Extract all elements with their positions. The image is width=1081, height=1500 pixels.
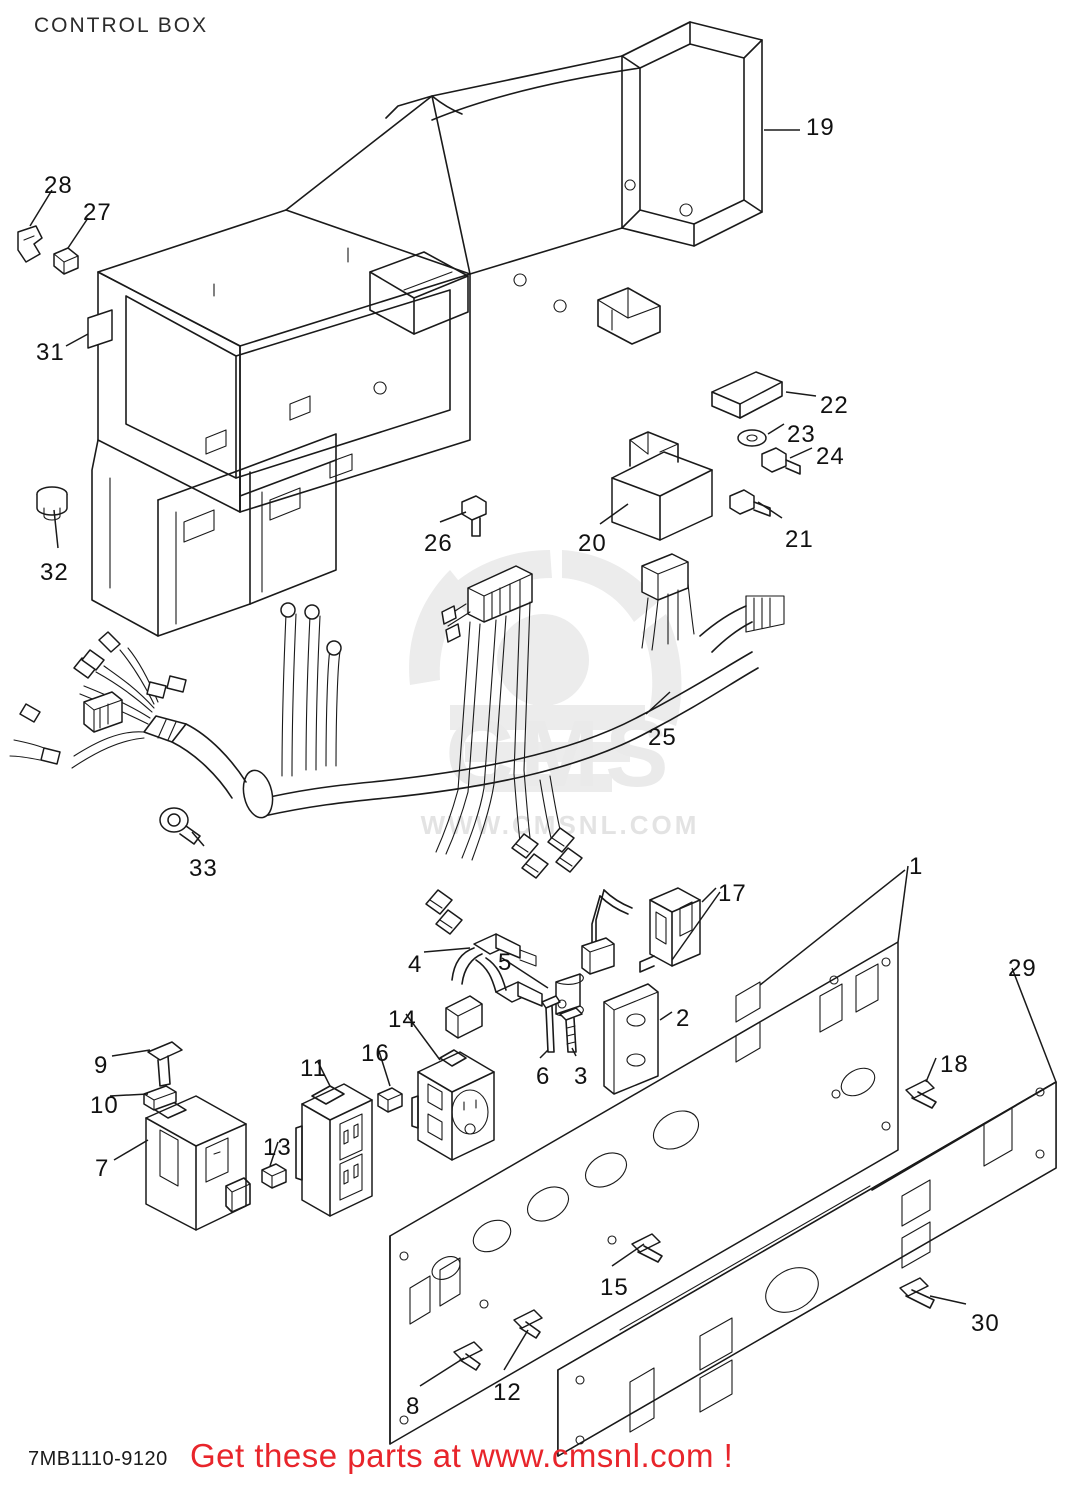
callout-24: 24: [816, 443, 845, 470]
part-27-nut: [53, 247, 79, 275]
callout-19: 19: [806, 114, 835, 141]
callout-7: 7: [95, 1155, 110, 1182]
part-13-nut: [261, 1163, 287, 1189]
part-2-bracket: [603, 983, 659, 1095]
part-3-screw: [559, 1007, 583, 1053]
callout-33: 33: [189, 855, 218, 882]
part-18-screw: [905, 1079, 937, 1109]
part-24-bolt: [761, 447, 801, 475]
callout-8: 8: [406, 1393, 421, 1420]
part-9-screw: [147, 1041, 183, 1087]
part-28-clip: [17, 225, 43, 263]
callout-14: 14: [388, 1006, 417, 1033]
part-29-cover-panel: [557, 1081, 1057, 1457]
leader-lines: [29, 129, 1057, 1387]
callout-6: 6: [536, 1063, 551, 1090]
callout-32: 32: [40, 559, 69, 586]
callout-15: 15: [600, 1274, 629, 1301]
callout-13: 13: [263, 1134, 292, 1161]
callout-26: 26: [424, 530, 453, 557]
part-12-screw: [513, 1309, 543, 1339]
callout-10: 10: [90, 1092, 119, 1119]
part-31-plate: [87, 309, 113, 349]
callout-3: 3: [574, 1063, 589, 1090]
part-32-grommet: [36, 486, 68, 521]
part-number-label: 7MB1110-9120: [28, 1448, 168, 1470]
callout-20: 20: [578, 530, 607, 557]
callout-9: 9: [94, 1052, 109, 1079]
callout-5: 5: [498, 949, 513, 976]
part-11-duplex-receptacle: [295, 1083, 373, 1217]
callout-30: 30: [971, 1310, 1000, 1337]
callout-31: 31: [36, 339, 65, 366]
control-box-housing: [91, 21, 763, 637]
callout-18: 18: [940, 1051, 969, 1078]
callout-28: 28: [44, 172, 73, 199]
wire-harness-25: [9, 553, 785, 935]
part-10-washer: [143, 1085, 177, 1111]
part-33-clamp: [159, 807, 201, 845]
callout-2: 2: [676, 1005, 691, 1032]
callout-29: 29: [1008, 955, 1037, 982]
callout-25: 25: [648, 724, 677, 751]
part-20-relay: [611, 431, 713, 541]
callout-23: 23: [787, 421, 816, 448]
part-23-washer: [737, 429, 767, 447]
part-21-bolt: [729, 489, 771, 517]
callout-16: 16: [361, 1040, 390, 1067]
callout-1: 1: [909, 853, 924, 880]
callout-22: 22: [820, 392, 849, 419]
part-6-pin: [541, 995, 561, 1053]
part-5-sleeve: [555, 973, 584, 1017]
callout-21: 21: [785, 526, 814, 553]
promo-banner: Get these parts at www.cmsnl.com !: [190, 1437, 734, 1474]
part-7-circuit-breaker: [145, 1095, 251, 1231]
callout-12: 12: [493, 1379, 522, 1406]
callout-17: 17: [718, 880, 747, 907]
part-22-cover: [711, 371, 783, 419]
callout-27: 27: [83, 199, 112, 226]
part-30-screw: [899, 1277, 935, 1309]
part-17-switch: [581, 887, 701, 975]
part-14-receptacle: [411, 1049, 495, 1161]
part-16-nut: [377, 1087, 403, 1113]
part-8-screw: [453, 1341, 483, 1371]
callout-11: 11: [300, 1055, 327, 1082]
part-4-wire-assembly: [445, 933, 543, 1039]
page-title: CONTROL BOX: [34, 14, 209, 37]
part-26-bolt: [461, 495, 487, 537]
callout-4: 4: [408, 951, 423, 978]
